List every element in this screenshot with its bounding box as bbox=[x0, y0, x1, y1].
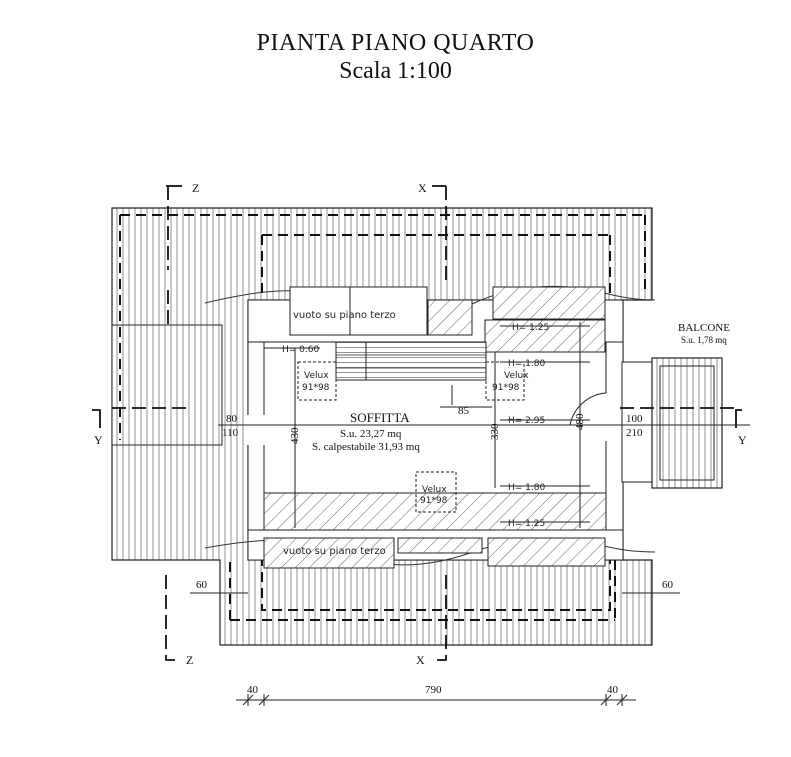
room-name-soffitta: SOFFITTA bbox=[350, 410, 410, 425]
plan-title: PIANTA PIANO QUARTO bbox=[256, 30, 535, 56]
velux-2-size: 91*98 bbox=[492, 383, 520, 393]
section-y-left: Y bbox=[94, 433, 103, 447]
dim-85: 85 bbox=[458, 405, 470, 417]
velux-3-size: 91*98 bbox=[420, 496, 448, 506]
dim-40-right: 40 bbox=[607, 684, 619, 696]
velux-2-name: Velux bbox=[504, 371, 529, 381]
velux-1-size: 91*98 bbox=[302, 383, 330, 393]
height-label: H= 0.60 bbox=[282, 345, 319, 355]
height-label: H= 2.95 bbox=[508, 416, 545, 426]
dim-100: 100 bbox=[626, 413, 643, 425]
dim-330: 330 bbox=[489, 423, 501, 440]
height-lines bbox=[264, 325, 590, 523]
dim-60-right: 60 bbox=[662, 579, 674, 591]
stairs bbox=[335, 341, 487, 381]
height-label: H= 1.80 bbox=[508, 359, 545, 369]
plan-scale: Scala 1:100 bbox=[339, 58, 452, 84]
dim-480: 480 bbox=[574, 413, 586, 430]
balcony bbox=[621, 357, 723, 489]
dim-430: 430 bbox=[289, 427, 301, 444]
void-top-label: vuoto su piano terzo bbox=[293, 310, 396, 321]
velux-1-name: Velux bbox=[304, 371, 329, 381]
void-top bbox=[289, 286, 606, 353]
section-x-top: X bbox=[418, 181, 427, 195]
dim-210: 210 bbox=[626, 427, 643, 439]
height-label: H= 1.80 bbox=[508, 483, 545, 493]
dim-110: 110 bbox=[222, 427, 239, 439]
door-opening-left bbox=[246, 415, 266, 445]
void-bottom bbox=[263, 492, 607, 569]
dim-60-left: 60 bbox=[196, 579, 208, 591]
section-x-bottom: X bbox=[416, 653, 425, 667]
dim-790: 790 bbox=[425, 684, 442, 696]
velux-windows bbox=[297, 361, 525, 513]
dim-40-left: 40 bbox=[247, 684, 259, 696]
section-y-right: Y bbox=[738, 433, 747, 447]
room-area-su: S.u. 23,27 mq bbox=[340, 428, 402, 440]
velux-3-name: Velux bbox=[422, 485, 447, 495]
height-label: H= 1.25 bbox=[508, 519, 545, 529]
balcony-area: S.u. 1,78 mq bbox=[681, 335, 727, 345]
section-lines bbox=[92, 185, 742, 661]
room-area-calpestabile: S. calpestabile 31,93 mq bbox=[312, 441, 420, 453]
section-z-top: Z bbox=[192, 181, 199, 195]
internal-dimension-lines bbox=[218, 322, 750, 528]
section-z-bottom: Z bbox=[186, 653, 193, 667]
height-label: H= 1.25 bbox=[512, 323, 549, 333]
bottom-dimension-chain bbox=[236, 694, 636, 706]
door-swing bbox=[569, 392, 607, 426]
door-opening-right bbox=[604, 393, 625, 441]
roof-eave-dashed-line bbox=[119, 214, 646, 621]
void-bottom-label: vuoto su piano terzo bbox=[283, 546, 386, 557]
dim-80: 80 bbox=[226, 413, 238, 425]
balcony-name: BALCONE bbox=[678, 322, 730, 334]
